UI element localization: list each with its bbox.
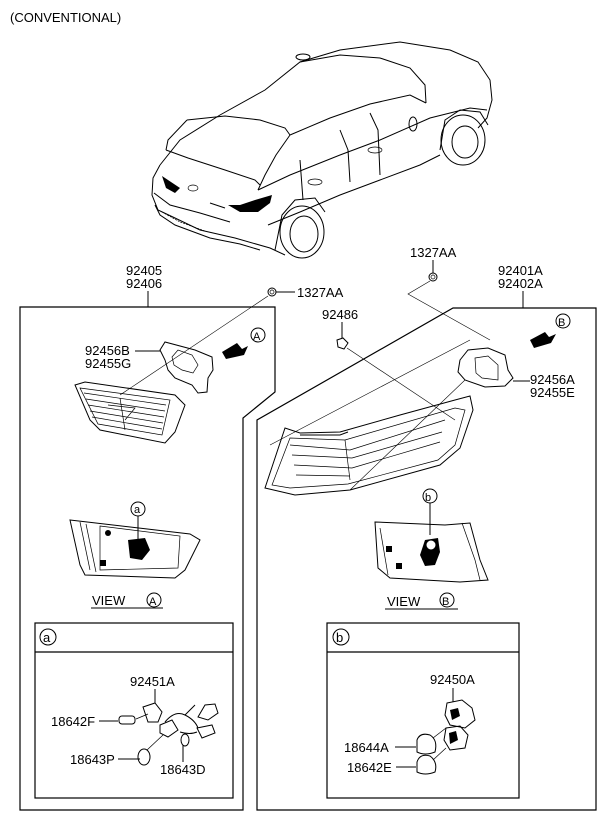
detail-a-box bbox=[34, 622, 234, 799]
left-assembly: 92405 92406 1327AA 92456B 92455G A bbox=[19, 263, 344, 811]
right-fastener-label: 1327AA bbox=[410, 245, 457, 260]
right-assembly-frame bbox=[256, 307, 597, 811]
clip-icon bbox=[336, 337, 349, 350]
view-b-label: VIEW bbox=[387, 594, 421, 609]
bulb-icon bbox=[118, 715, 136, 725]
socket-harness-icon bbox=[118, 702, 219, 766]
vehicle-illustration bbox=[151, 41, 493, 259]
detail-a-callout: a bbox=[43, 630, 51, 645]
right-gasket-label-2: 92455E bbox=[530, 385, 575, 400]
bulb-18642e-label: 18642E bbox=[347, 760, 392, 775]
bulb-18642f-label: 18642F bbox=[51, 714, 95, 729]
right-part-number-2: 92402A bbox=[498, 276, 543, 291]
detail-b-callout: b bbox=[336, 630, 343, 645]
view-b-circle bbox=[439, 592, 455, 608]
left-gasket-label-2: 92455G bbox=[85, 356, 131, 371]
view-a-callout: A bbox=[149, 596, 157, 608]
rear-view-callout-a: a bbox=[134, 504, 141, 516]
view-a-label: VIEW bbox=[92, 593, 126, 608]
bulb-icon bbox=[416, 733, 437, 755]
bulb-18643d-label: 18643D bbox=[160, 762, 206, 777]
assembly-guide-line bbox=[269, 339, 471, 446]
variant-label: (CONVENTIONAL) bbox=[10, 10, 121, 25]
left-part-number-2: 92406 bbox=[126, 276, 162, 291]
socket-92451a-label: 92451A bbox=[130, 674, 175, 689]
view-callout-circle bbox=[250, 327, 266, 343]
outer-tail-lamp-icon bbox=[264, 395, 474, 496]
right-part-number-1: 92401A bbox=[498, 263, 543, 278]
clip-92486-label: 92486 bbox=[322, 307, 358, 322]
view-callout-circle bbox=[555, 313, 571, 329]
nut-fastener-icon bbox=[267, 287, 277, 297]
view-callout-b: B bbox=[558, 317, 565, 329]
assembly-guide-line bbox=[119, 295, 269, 396]
right-gasket-label-1: 92456A bbox=[530, 372, 575, 387]
left-fastener-label: 1327AA bbox=[297, 285, 344, 300]
left-assembly-frame bbox=[19, 306, 276, 811]
detail-a-circle bbox=[39, 628, 57, 646]
detail-b-box bbox=[326, 622, 520, 799]
lamp-rear-view-a: a bbox=[69, 501, 201, 579]
nut-fastener-icon bbox=[428, 272, 438, 282]
gasket-icon bbox=[457, 347, 514, 388]
socket-bulb-icon bbox=[416, 699, 476, 775]
inner-tail-lamp-icon bbox=[74, 381, 186, 444]
left-part-number-1: 92405 bbox=[126, 263, 162, 278]
bulb-icon bbox=[416, 754, 437, 775]
detail-b-circle bbox=[332, 628, 350, 646]
assembly-guide-line bbox=[349, 379, 466, 491]
gasket-icon bbox=[159, 341, 214, 394]
left-gasket-label-1: 92456B bbox=[85, 343, 130, 358]
rear-view-callout-b: b bbox=[425, 492, 431, 504]
view-callout-a: A bbox=[253, 331, 261, 343]
view-arrow-icon bbox=[530, 332, 556, 348]
view-arrow-icon bbox=[222, 343, 248, 359]
lamp-rear-view-b: b bbox=[374, 488, 489, 583]
view-b-callout: B bbox=[442, 596, 449, 608]
assembly-guide-line bbox=[407, 280, 491, 341]
assembly-guide-line bbox=[346, 347, 456, 421]
socket-92450a-label: 92450A bbox=[430, 672, 475, 687]
bulb-18643p-label: 18643P bbox=[70, 752, 115, 767]
right-assembly: 1327AA 92401A 92402A 92486 B 92456A 9245… bbox=[256, 245, 597, 811]
bulb-18644a-label: 18644A bbox=[344, 740, 389, 755]
bulb-icon bbox=[180, 733, 190, 747]
bulb-icon bbox=[137, 748, 151, 766]
view-a-circle bbox=[146, 592, 162, 608]
